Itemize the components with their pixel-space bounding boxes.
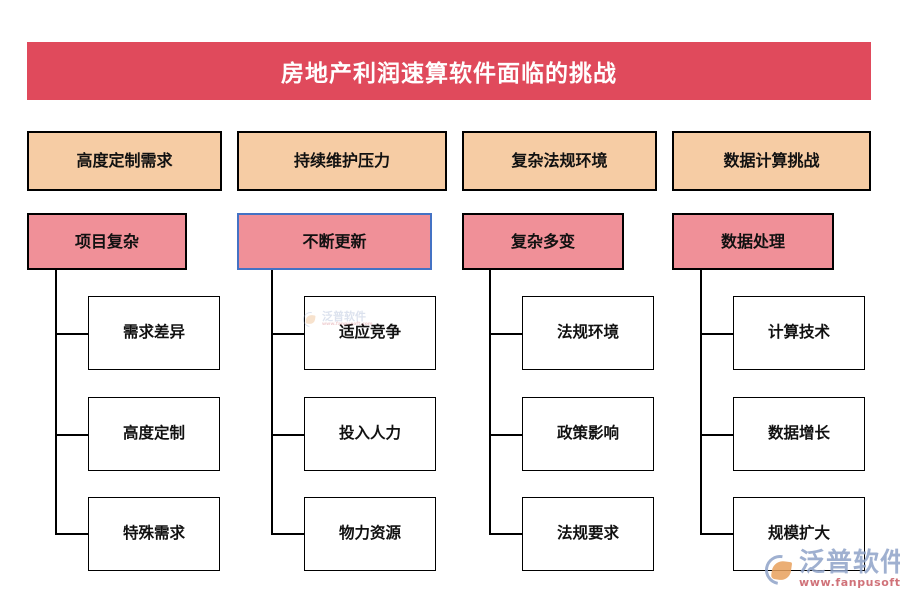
leaf-box-2-1[interactable]: 适应竞争	[304, 296, 436, 370]
leaf-label-4-3: 规模扩大	[767, 524, 830, 543]
connector-branch-2-2	[271, 434, 304, 436]
connector-branch-2-1	[271, 333, 304, 335]
leaf-label-2-2: 投入人力	[338, 424, 401, 443]
connector-trunk-1	[55, 270, 57, 535]
level2-label-2: 不断更新	[302, 231, 367, 251]
leaf-label-3-1: 法规环境	[556, 323, 619, 342]
leaf-box-1-3[interactable]: 特殊需求	[88, 497, 220, 571]
leaf-label-1-1: 需求差异	[122, 323, 185, 342]
level2-box-1[interactable]: 项目复杂	[27, 213, 187, 270]
connector-branch-4-2	[700, 434, 733, 436]
leaf-box-4-1[interactable]: 计算技术	[733, 296, 865, 370]
connector-branch-3-3	[489, 533, 522, 535]
connector-trunk-4	[700, 270, 702, 535]
page-title: 房地产利润速算软件面临的挑战	[281, 61, 617, 87]
leaf-label-2-1: 适应竞争	[338, 323, 401, 342]
watermark-main-url: www.fanpusoft.com	[799, 576, 900, 590]
leaf-box-4-3[interactable]: 规模扩大	[733, 497, 865, 571]
level1-label-1: 高度定制需求	[76, 151, 173, 170]
leaf-label-3-3: 法规要求	[556, 524, 619, 543]
level1-label-3: 复杂法规环境	[511, 151, 608, 170]
level2-box-4[interactable]: 数据处理	[672, 213, 834, 270]
level2-label-4: 数据处理	[720, 231, 785, 251]
level2-box-3[interactable]: 复杂多变	[462, 213, 624, 270]
leaf-box-1-1[interactable]: 需求差异	[88, 296, 220, 370]
leaf-box-2-3[interactable]: 物力资源	[304, 497, 436, 571]
connector-branch-3-2	[489, 434, 522, 436]
connector-trunk-2	[271, 270, 273, 535]
level1-label-2: 持续维护压力	[293, 151, 390, 170]
leaf-label-4-2: 数据增长	[767, 424, 830, 443]
level1-box-4[interactable]: 数据计算挑战	[672, 131, 871, 191]
connector-branch-4-1	[700, 333, 733, 335]
leaf-box-3-3[interactable]: 法规要求	[522, 497, 654, 571]
leaf-box-4-2[interactable]: 数据增长	[733, 397, 865, 471]
connector-branch-3-1	[489, 333, 522, 335]
leaf-box-1-2[interactable]: 高度定制	[88, 397, 220, 471]
connector-branch-2-3	[271, 533, 304, 535]
leaf-label-4-1: 计算技术	[767, 323, 830, 342]
connector-trunk-3	[489, 270, 491, 535]
level2-label-3: 复杂多变	[510, 231, 575, 251]
level1-box-1[interactable]: 高度定制需求	[27, 131, 222, 191]
level2-box-2[interactable]: 不断更新	[237, 213, 432, 270]
level1-box-3[interactable]: 复杂法规环境	[462, 131, 657, 191]
leaf-box-2-2[interactable]: 投入人力	[304, 397, 436, 471]
connector-branch-4-3	[700, 533, 733, 535]
level1-box-2[interactable]: 持续维护压力	[237, 131, 447, 191]
leaf-label-1-3: 特殊需求	[122, 524, 185, 543]
connector-branch-1-2	[55, 434, 88, 436]
leaf-box-3-1[interactable]: 法规环境	[522, 296, 654, 370]
level1-label-4: 数据计算挑战	[723, 151, 820, 170]
leaf-label-2-3: 物力资源	[338, 524, 401, 543]
connector-branch-1-1	[55, 333, 88, 335]
leaf-label-1-2: 高度定制	[122, 424, 185, 443]
connector-branch-1-3	[55, 533, 88, 535]
leaf-label-3-2: 政策影响	[556, 424, 619, 443]
level2-label-1: 项目复杂	[74, 231, 139, 251]
diagram-title-banner: 房地产利润速算软件面临的挑战	[27, 42, 871, 100]
leaf-box-3-2[interactable]: 政策影响	[522, 397, 654, 471]
